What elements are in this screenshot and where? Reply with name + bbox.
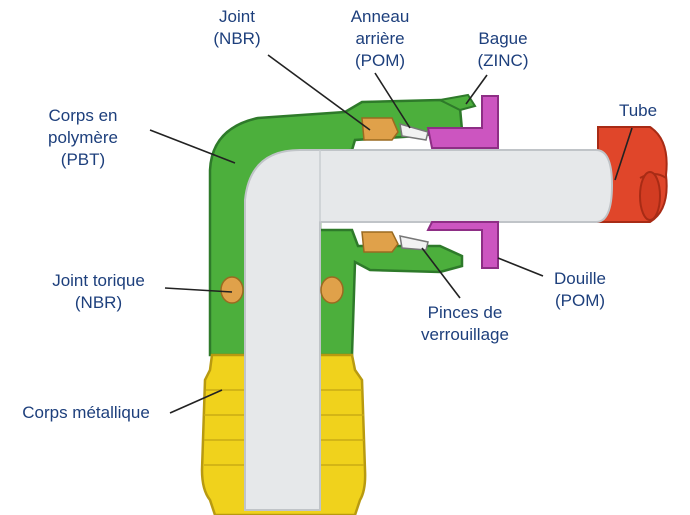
o-rings xyxy=(220,276,344,304)
label-tube: Tube xyxy=(618,101,658,120)
leader-douille xyxy=(497,257,544,277)
leader-anneau xyxy=(374,72,411,129)
label-douille: Douille(POM) xyxy=(554,269,606,310)
label-joint: Joint(NBR) xyxy=(213,7,261,48)
leader-corps-polymere xyxy=(149,129,236,164)
leader-joint xyxy=(267,54,371,131)
label-bague: Bague(ZINC) xyxy=(477,29,529,70)
leader-tube xyxy=(614,127,633,181)
leader-lines xyxy=(149,54,633,414)
leader-bague xyxy=(465,74,488,105)
leader-pinces xyxy=(421,247,461,299)
label-corps-metallique: Corps métallique xyxy=(22,403,150,422)
label-joint-torique: Joint torique(NBR) xyxy=(52,271,145,312)
upper-seal xyxy=(361,117,399,253)
leader-joint-torique xyxy=(164,287,233,293)
sleeve xyxy=(426,95,499,269)
bore xyxy=(244,149,614,511)
tube xyxy=(597,126,668,223)
leader-corps-metallique xyxy=(169,389,223,414)
locking-clips xyxy=(399,122,429,251)
